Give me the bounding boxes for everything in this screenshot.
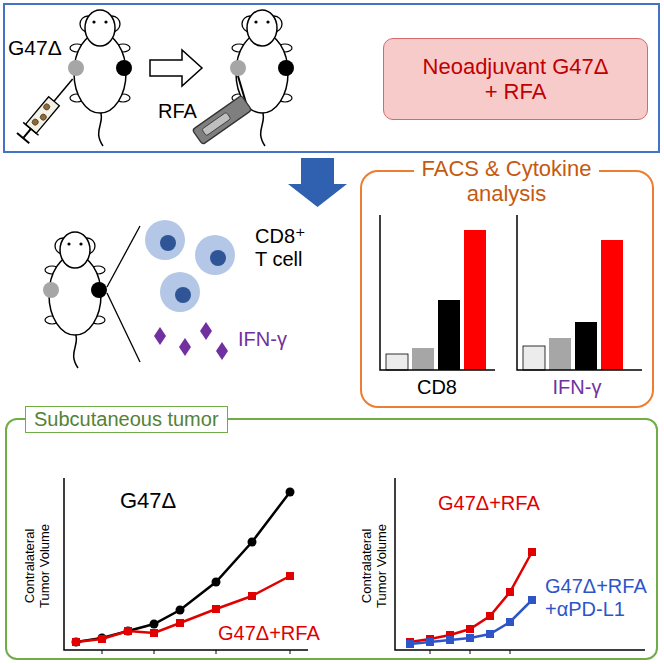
step-arrow — [150, 50, 202, 86]
cytokine-icon — [154, 322, 228, 360]
t-cell-icon — [145, 220, 235, 312]
tumor-panel: Subcutaneous tumorContralateral Tumor Vo… — [5, 418, 658, 660]
line-chart — [395, 478, 645, 654]
series-label: G47Δ+RFA — [218, 622, 320, 645]
cell-label: CD8⁺ T cell — [255, 225, 317, 271]
axis-label: Contralateral Tumor Volume — [23, 511, 53, 621]
flow-arrow — [288, 158, 347, 207]
procedure-panel: G47Δ RFA Neoadjuvant G47Δ + RFA — [3, 3, 660, 153]
series-label: G47Δ+RFA +αPD-L1 — [545, 575, 651, 621]
box-text: Neoadjuvant G47Δ + RFA — [416, 54, 616, 105]
mouse-figure — [68, 10, 132, 146]
panel-title: FACS & Cytokine analysis — [414, 156, 599, 207]
treatment-box: Neoadjuvant G47Δ + RFA — [383, 38, 648, 120]
mouse-figure — [230, 10, 294, 146]
series-label: G47Δ+RFA — [438, 492, 540, 515]
bar-chart-label: IFN-γ — [553, 376, 602, 399]
axis-label: Contralateral Tumor Volume — [360, 511, 390, 621]
syringe-icon — [15, 73, 80, 145]
panel-title: Subcutaneous tumor — [25, 406, 228, 433]
series-label: G47Δ — [120, 488, 176, 513]
analysis-panel: FACS & Cytokine analysisCD8IFN-γ — [360, 170, 654, 408]
zoom-lines — [107, 226, 140, 362]
virus-label: G47Δ — [8, 36, 62, 60]
bar-chart — [517, 215, 642, 370]
bar-chart-label: CD8 — [417, 376, 457, 399]
cytokine-label: IFN-γ — [238, 328, 287, 351]
bar-chart — [380, 215, 495, 370]
rfa-probe — [192, 76, 251, 145]
procedure-label: RFA — [158, 100, 197, 123]
mouse-figure — [43, 232, 107, 368]
